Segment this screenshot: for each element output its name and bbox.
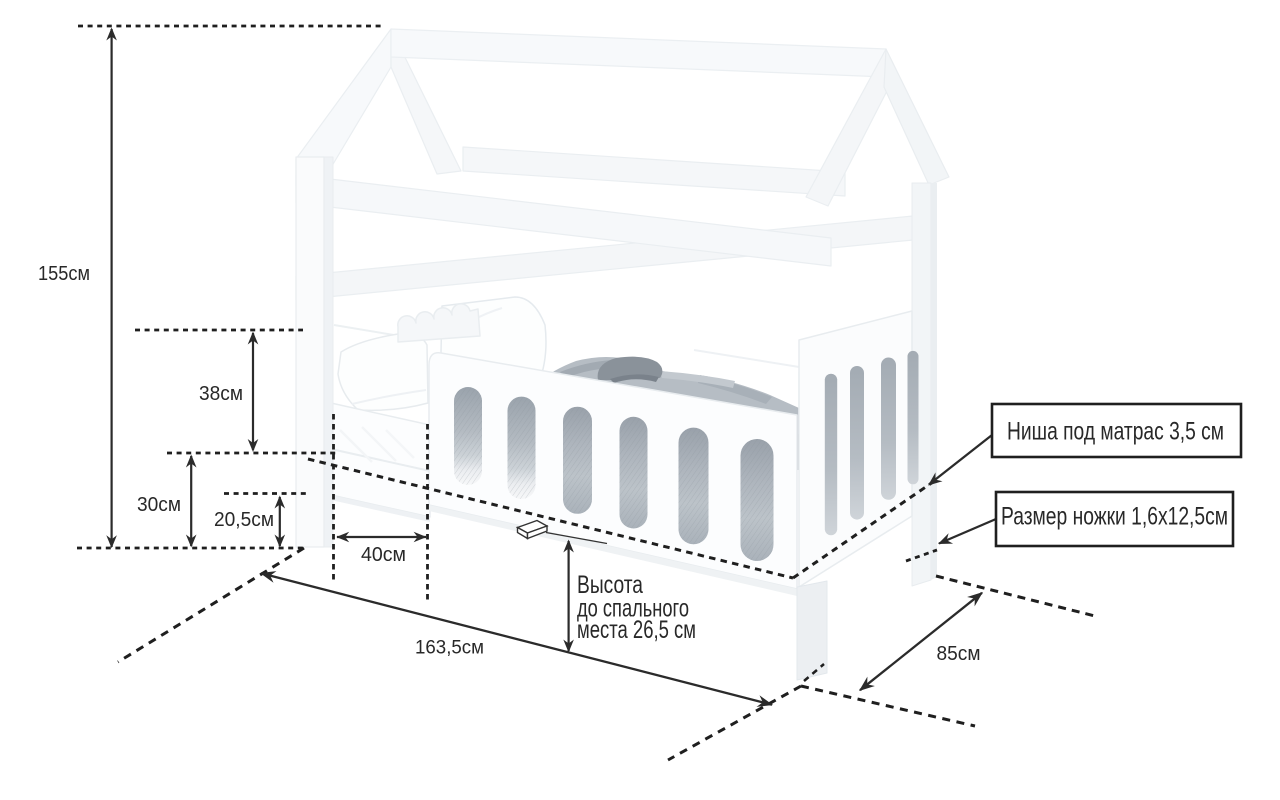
svg-text:38см: 38см bbox=[199, 383, 243, 405]
svg-text:до спального: до спального bbox=[577, 595, 689, 623]
svg-text:40см: 40см bbox=[361, 544, 406, 566]
svg-text:163,5см: 163,5см bbox=[415, 638, 484, 659]
svg-text:30см: 30см bbox=[137, 494, 181, 516]
svg-text:155см: 155см bbox=[38, 263, 90, 285]
svg-text:Ниша под матрас 3,5 см: Ниша под матрас 3,5 см bbox=[1007, 418, 1224, 446]
svg-text:Высота: Высота bbox=[577, 571, 643, 599]
svg-text:места 26,5 см: места 26,5 см bbox=[577, 616, 696, 644]
svg-text:20,5см: 20,5см bbox=[214, 509, 274, 531]
svg-text:85см: 85см bbox=[937, 643, 981, 665]
svg-text:Размер ножки 1,6х12,5см: Размер ножки 1,6х12,5см bbox=[1001, 503, 1228, 531]
